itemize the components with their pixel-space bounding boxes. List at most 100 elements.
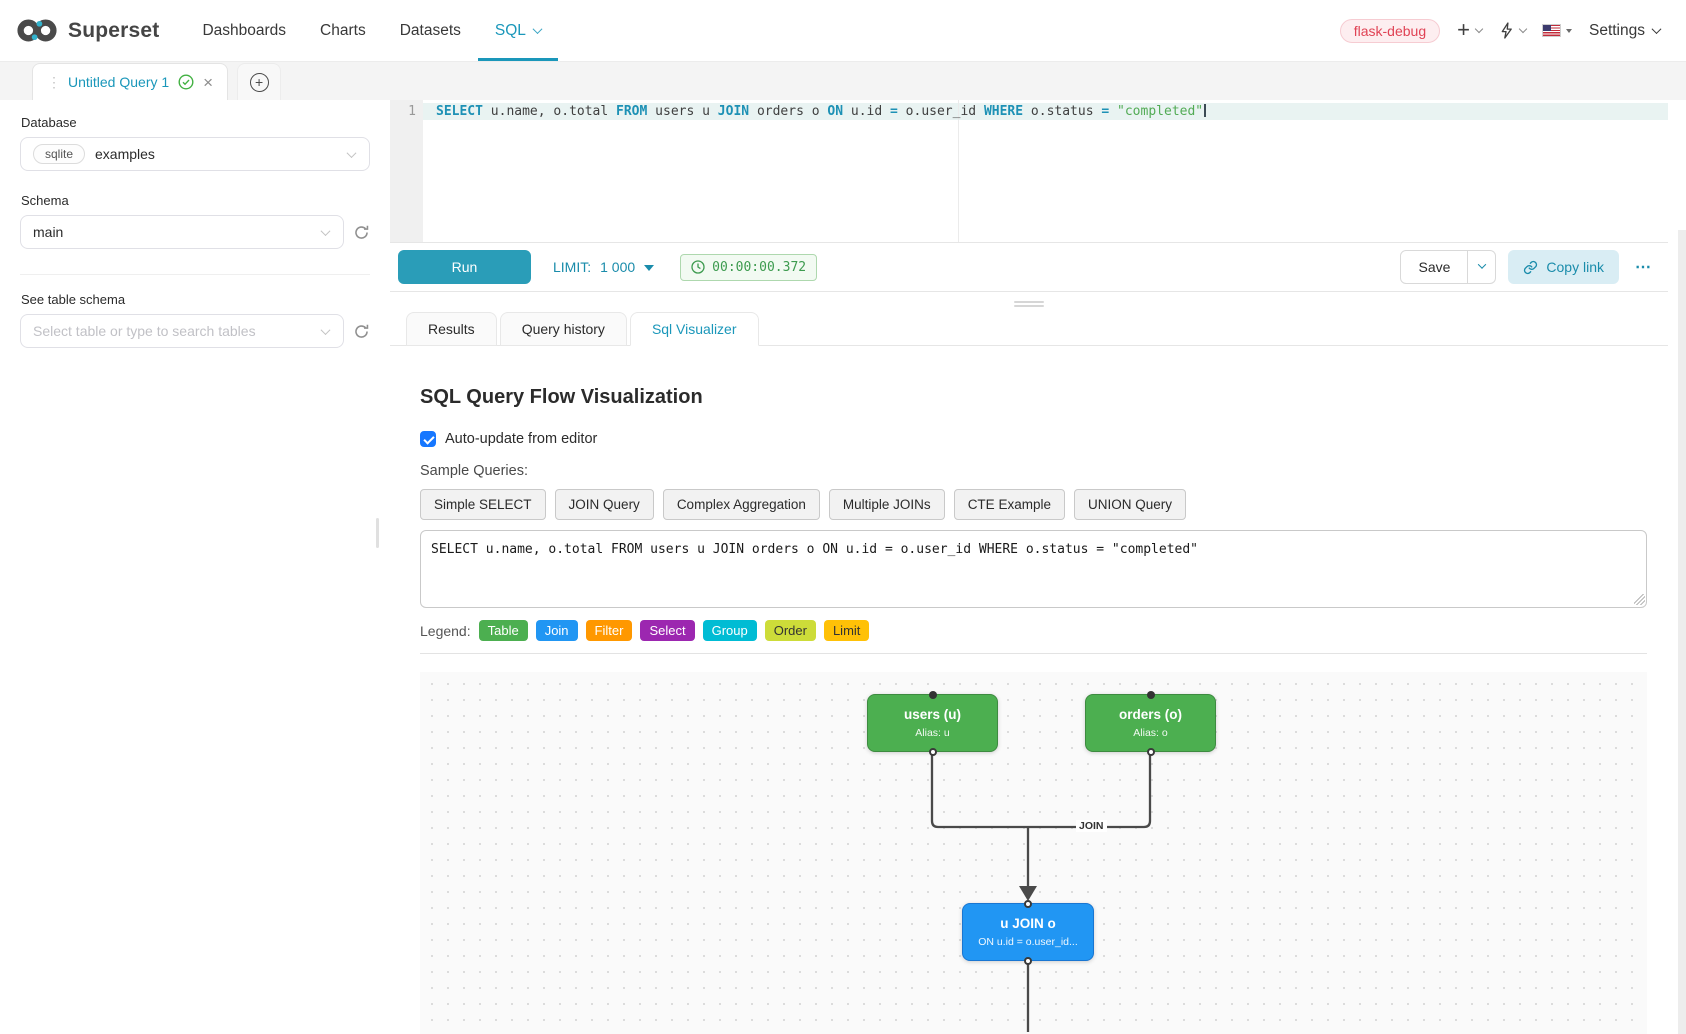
flow-edges bbox=[930, 752, 1152, 1032]
schema-label: Schema bbox=[21, 193, 69, 208]
lightning-icon bbox=[1501, 22, 1512, 39]
legend-label: Legend: bbox=[420, 622, 471, 639]
legend-badge-order: Order bbox=[764, 620, 816, 641]
node-subtitle: Alias: u bbox=[915, 727, 950, 739]
save-options-button[interactable] bbox=[1468, 250, 1497, 284]
node-handle[interactable] bbox=[928, 690, 937, 699]
sql-token: JOIN bbox=[717, 104, 757, 119]
flow-canvas[interactable]: users (u) Alias: u orders (o) Alias: o u… bbox=[420, 672, 1647, 1034]
sample-union-query-button[interactable]: UNION Query bbox=[1073, 489, 1186, 520]
nav-item-sql[interactable]: SQL bbox=[478, 0, 558, 61]
auto-update-label: Auto-update from editor bbox=[445, 431, 598, 447]
save-button[interactable]: Save bbox=[1400, 250, 1469, 284]
more-actions-button[interactable]: ⋯ bbox=[1635, 259, 1652, 276]
node-subtitle: Alias: o bbox=[1133, 727, 1168, 739]
sample-multiple-joins-button[interactable]: Multiple JOINs bbox=[828, 489, 945, 520]
flow-node-join[interactable]: u JOIN o ON u.id = o.user_id... bbox=[962, 899, 1094, 965]
check-circle-icon bbox=[178, 74, 194, 90]
settings-menu[interactable]: Settings bbox=[1589, 22, 1662, 40]
sql-token: "completed" bbox=[1117, 104, 1204, 119]
limit-dropdown[interactable]: LIMIT: 1 000 bbox=[553, 259, 655, 275]
query-tab[interactable]: ⋮ Untitled Query 1 × bbox=[32, 63, 229, 100]
flow-node-users[interactable]: users (u) Alias: u bbox=[867, 690, 998, 756]
sql-token: u.name, o.total bbox=[490, 104, 617, 119]
chevron-down-icon bbox=[1474, 24, 1484, 34]
tab-query-history[interactable]: Query history bbox=[499, 312, 627, 346]
pane-resize-handle[interactable] bbox=[1014, 299, 1044, 309]
node-title: users (u) bbox=[903, 707, 961, 722]
copy-link-label: Copy link bbox=[1546, 259, 1604, 275]
refresh-tables-button[interactable] bbox=[353, 323, 370, 340]
sidebar-divider bbox=[20, 274, 370, 275]
sample-complex-aggregation-button[interactable]: Complex Aggregation bbox=[662, 489, 820, 520]
editor-code-area[interactable]: SELECT u.name, o.total FROM users u JOIN… bbox=[423, 100, 1668, 242]
app-body: Database sqlite examples Schema main bbox=[0, 100, 1686, 1034]
schema-value: main bbox=[33, 224, 64, 240]
visualizer-sql-input[interactable]: SELECT u.name, o.total FROM users u JOIN… bbox=[420, 530, 1647, 608]
new-item-button[interactable]: + bbox=[1457, 18, 1484, 41]
table-select-placeholder: Select table or type to search tables bbox=[33, 323, 256, 339]
node-handle[interactable] bbox=[1024, 899, 1032, 908]
tab-sql-visualizer[interactable]: Sql Visualizer bbox=[629, 312, 759, 346]
nav-item-datasets[interactable]: Datasets bbox=[399, 21, 461, 39]
close-icon[interactable]: × bbox=[203, 72, 214, 92]
nav-right: flask-debug + Settings bbox=[1339, 0, 1662, 61]
sqllab-main: 1 SELECT u.name, o.total FROM users u JO… bbox=[390, 100, 1686, 1034]
sample-simple-select-button[interactable]: Simple SELECT bbox=[420, 489, 546, 520]
schema-select[interactable]: main bbox=[20, 215, 344, 249]
flow-node-orders[interactable]: orders (o) Alias: o bbox=[1085, 690, 1216, 756]
language-picker[interactable] bbox=[1541, 24, 1572, 37]
database-label: Database bbox=[21, 115, 77, 130]
legend-badge-table: Table bbox=[478, 620, 528, 641]
database-value: examples bbox=[95, 146, 155, 162]
line-number: 1 bbox=[408, 104, 416, 119]
limit-value: 1 000 bbox=[600, 259, 636, 275]
visualizer-title: SQL Query Flow Visualization bbox=[420, 386, 703, 408]
copy-link-button[interactable]: Copy link bbox=[1508, 250, 1619, 284]
run-button[interactable]: Run bbox=[398, 250, 531, 284]
refresh-icon bbox=[355, 225, 369, 239]
chevron-down-icon bbox=[1477, 259, 1487, 269]
link-icon bbox=[1524, 260, 1538, 274]
legend-badge-group: Group bbox=[702, 620, 757, 641]
query-timer: 00:00:00.372 bbox=[680, 253, 818, 281]
node-handle[interactable] bbox=[928, 747, 937, 756]
new-query-tab-button[interactable]: + bbox=[237, 63, 282, 100]
sql-visualizer-panel: SQL Query Flow Visualization Auto-update… bbox=[390, 346, 1668, 1034]
chevron-down-icon bbox=[320, 225, 331, 236]
resize-grip-icon[interactable] bbox=[1634, 594, 1645, 605]
superset-logo-icon bbox=[17, 19, 57, 42]
table-select[interactable]: Select table or type to search tables bbox=[20, 314, 344, 348]
tab-results[interactable]: Results bbox=[406, 312, 497, 346]
nav-menu: Dashboards Charts Datasets SQL bbox=[185, 0, 557, 61]
auto-update-checkbox[interactable] bbox=[420, 431, 436, 447]
nav-item-charts[interactable]: Charts bbox=[320, 21, 366, 39]
sql-token: ON bbox=[827, 104, 851, 119]
sql-editor[interactable]: 1 SELECT u.name, o.total FROM users u JO… bbox=[390, 100, 1668, 243]
drag-handle-icon[interactable]: ⋮ bbox=[47, 73, 61, 90]
superset-brand[interactable]: Superset bbox=[16, 0, 159, 61]
legend-badge-limit: Limit bbox=[823, 620, 870, 641]
node-handle[interactable] bbox=[1024, 956, 1032, 965]
sample-join-query-button[interactable]: JOIN Query bbox=[554, 489, 654, 520]
sql-token: u.id bbox=[850, 104, 891, 119]
node-title: orders (o) bbox=[1118, 707, 1182, 722]
query-search-button[interactable] bbox=[1499, 22, 1528, 39]
results-tabs: Results Query history Sql Visualizer bbox=[390, 292, 1668, 346]
nav-item-dashboards[interactable]: Dashboards bbox=[202, 21, 287, 39]
scrollbar[interactable] bbox=[1678, 230, 1686, 1034]
table-schema-label: See table schema bbox=[21, 292, 126, 307]
node-handle[interactable] bbox=[1146, 747, 1155, 756]
legend-badge-select: Select bbox=[640, 620, 695, 641]
sample-cte-example-button[interactable]: CTE Example bbox=[953, 489, 1065, 520]
elapsed-time: 00:00:00.372 bbox=[712, 259, 807, 275]
edge-label-join: JOIN bbox=[1076, 820, 1107, 832]
node-handle[interactable] bbox=[1146, 690, 1155, 699]
us-flag-icon bbox=[1541, 24, 1561, 37]
refresh-schemas-button[interactable] bbox=[353, 224, 370, 241]
query-tab-title: Untitled Query 1 bbox=[68, 74, 170, 90]
chevron-down-icon bbox=[1518, 24, 1528, 34]
database-select[interactable]: sqlite examples bbox=[20, 137, 370, 171]
sql-token: FROM bbox=[616, 104, 656, 119]
sidebar-resize-handle[interactable] bbox=[376, 518, 379, 548]
